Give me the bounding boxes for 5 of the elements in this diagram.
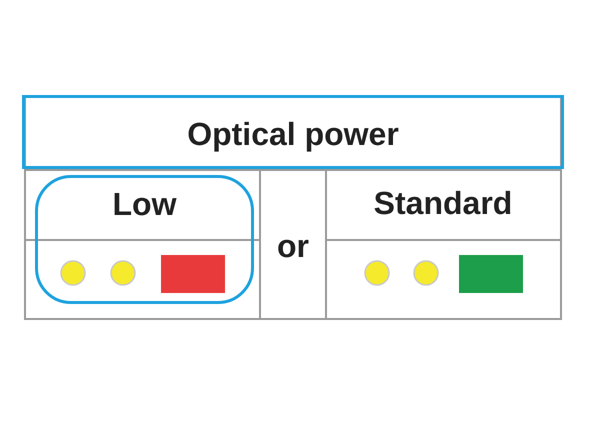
- option-label: Standard: [374, 187, 512, 219]
- table-header: Optical power: [187, 118, 399, 150]
- option-label: Low: [112, 188, 176, 220]
- separator-word: or: [277, 230, 309, 262]
- header-highlight: [22, 95, 564, 169]
